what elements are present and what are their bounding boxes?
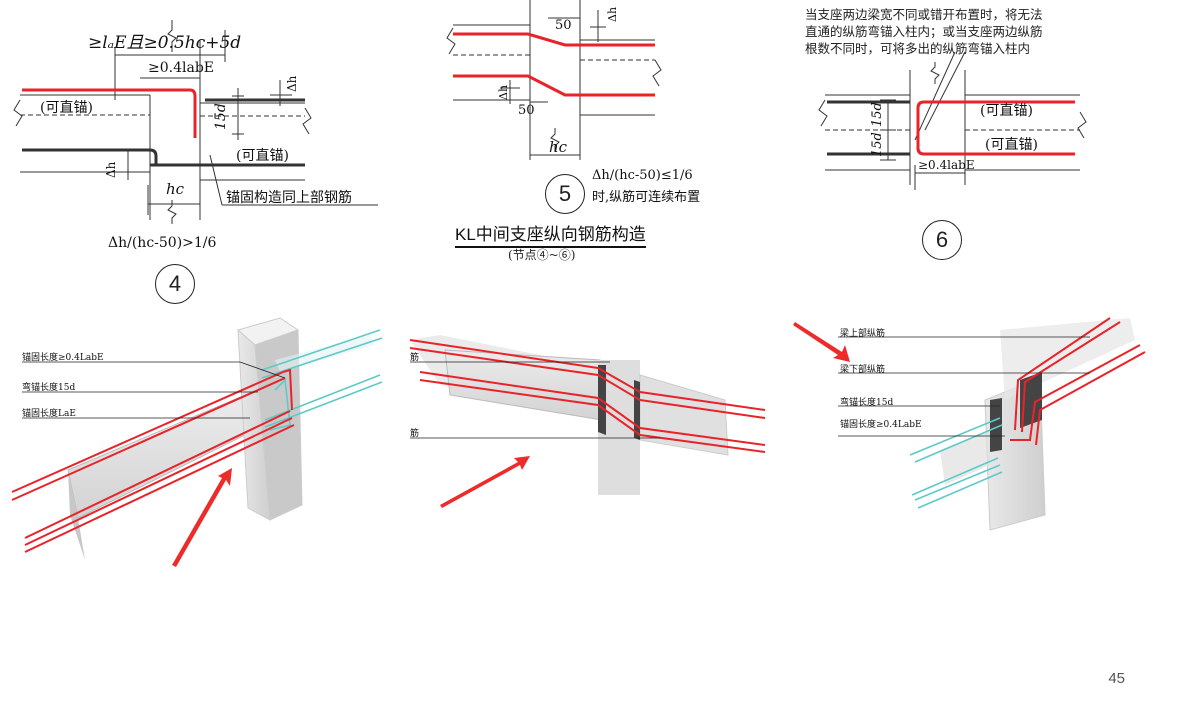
node6-dim-15d-b: 15d: [870, 132, 885, 157]
page-title: KL中间支座纵向钢筋构造: [455, 220, 646, 248]
model3-label-1: 梁上部纵筋: [840, 329, 886, 339]
node4-dim-15d: 15d: [213, 103, 229, 130]
model2-label-1: 筋: [410, 353, 420, 363]
node4-condition: Δh/(hc-50)>1/6: [108, 235, 217, 251]
node4-rebar-top-red: [22, 88, 197, 138]
page-subtitle: (节点④~⑥): [508, 248, 576, 262]
node6-dim-04: ≥0.4labE: [918, 158, 975, 172]
node5-number: 5: [545, 174, 585, 214]
model3-label-2: 梁下部纵筋: [840, 365, 886, 375]
node4-number: 4: [155, 264, 195, 304]
node5-condition-line1: Δh/(hc-50)≤1/6: [592, 168, 693, 183]
node5-dim-50-bottom: 50: [518, 103, 535, 118]
node6-label-bottom: (可直锚): [985, 137, 1038, 153]
model1-label-3: 锚固长度LaE: [22, 409, 76, 419]
model3-label-3: 弯锚长度15d: [840, 398, 894, 408]
node4-dim-top: ≥lₐE且≥0.5hc+5d: [88, 33, 242, 53]
node5-delta-h-top: Δh: [606, 6, 619, 22]
node5-dim-hc: hc: [549, 138, 568, 156]
model1-3d: [11, 317, 383, 567]
node6-note: 当支座两边梁宽不同或错开布置时，将无法 直通的纵筋弯锚入柱内；或当支座两边纵筋 …: [805, 7, 1043, 56]
node4-delta-h-left: Δh: [104, 161, 118, 178]
node4-label-left: (可直锚): [40, 100, 93, 116]
node4-rebar-lines-dark: [22, 98, 305, 167]
node6-label-top: (可直锚): [980, 103, 1033, 119]
node4-dim-hc: hc: [166, 180, 185, 198]
node5-condition-line2: 时,纵筋可连续布置: [592, 190, 701, 205]
node4-dim-04: ≥0.4labE: [148, 60, 215, 76]
node6-dim-15d-a: 15d: [870, 102, 885, 127]
node5-rebars: [453, 32, 655, 97]
model1-label-1: 锚固长度≥0.4LabE: [22, 353, 104, 363]
node6-drawing: [818, 51, 1087, 190]
node6-rebars-dark: [827, 100, 910, 156]
node4-label-right: (可直锚): [236, 148, 289, 164]
page-number: 45: [1108, 670, 1125, 687]
model3-3d: [793, 317, 1146, 531]
node5-delta-h-bottom: Δh: [497, 84, 510, 100]
node5-dim-50-top: 50: [555, 18, 572, 33]
node6-rebars-red: [916, 100, 1075, 156]
node4-drawing: [13, 20, 378, 224]
model2-label-2: 筋: [410, 429, 420, 439]
node4-delta-h-right: Δh: [285, 75, 299, 92]
model1-label-2: 弯锚长度15d: [22, 383, 76, 393]
node5-drawing: [446, 0, 662, 160]
node6-number: 6: [922, 220, 962, 260]
model2-3d: [409, 335, 766, 508]
node4-anchor-note: 锚固构造同上部钢筋: [226, 190, 352, 206]
model3-label-4: 锚固长度≥0.4LabE: [840, 420, 922, 430]
